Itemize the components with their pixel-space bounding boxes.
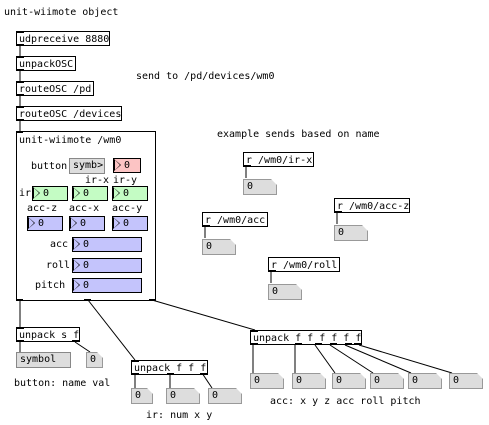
symbol-atom[interactable]: symbol (16, 352, 71, 368)
accz-value: 0 (38, 218, 45, 229)
iry-number-box[interactable]: 0 (112, 186, 148, 201)
ir-label: ir (19, 188, 32, 199)
acc-value: 0 (83, 239, 90, 250)
fff-atom-2[interactable]: 0 (166, 388, 200, 404)
routeosc-pd-label: routeOSC /pd (19, 84, 92, 95)
routeosc-pd-object[interactable]: routeOSC /pd (16, 81, 94, 96)
routeosc-devices-object[interactable]: routeOSC /devices (16, 106, 122, 121)
acc-atom-value: 0 (206, 241, 213, 252)
unpack-ffffff-label: unpack f f f f f f (253, 333, 362, 344)
unpackosc-object[interactable]: unpackOSC (16, 56, 76, 71)
accx-number-box[interactable]: 0 (69, 216, 105, 231)
pitch-number-box[interactable]: 0 (72, 278, 142, 293)
f6-atom-5[interactable]: 0 (408, 373, 442, 389)
button-caption: button: name val (14, 378, 111, 389)
accz-atom[interactable]: 0 (334, 225, 368, 241)
ir-value: 0 (43, 188, 50, 199)
receive-irx-object[interactable]: r /wm0/ir-x (243, 152, 314, 167)
accz-atom-value: 0 (338, 227, 345, 238)
ir-number-box[interactable]: 0 (32, 186, 68, 201)
f6-atom-3[interactable]: 0 (332, 373, 366, 389)
roll-number-box[interactable]: 0 (72, 258, 142, 273)
unpack-sf-object[interactable]: unpack s f (16, 327, 80, 342)
f6-atom-4[interactable]: 0 (370, 373, 404, 389)
fff-value-1: 0 (135, 390, 142, 401)
roll-atom-value: 0 (272, 286, 279, 297)
acc-number-box[interactable]: 0 (72, 237, 142, 252)
patch-title: unit-wiimote object (4, 7, 119, 18)
f6-value-6: 0 (453, 375, 460, 386)
button-number-box[interactable]: 0 (113, 158, 141, 173)
iry-label: ir-y (113, 175, 138, 186)
accz-number-box[interactable]: 0 (27, 216, 63, 231)
udpreceive-label: udpreceive 8880 (19, 34, 110, 45)
receive-irx-label: r /wm0/ir-x (246, 155, 313, 166)
roll-value: 0 (83, 260, 90, 271)
sf-number-atom[interactable]: 0 (86, 352, 103, 368)
f6-atom-6[interactable]: 0 (449, 373, 483, 389)
accx-value: 0 (80, 218, 87, 229)
receive-roll-object[interactable]: r /wm0/roll (268, 257, 340, 272)
f6-value-5: 0 (412, 375, 419, 386)
acc-label: acc (50, 239, 69, 250)
f6-atom-2[interactable]: 0 (292, 373, 326, 389)
receive-acc-label: r /wm0/acc (205, 215, 266, 226)
send-to-comment: send to /pd/devices/wm0 (136, 71, 275, 82)
irx-atom[interactable]: 0 (243, 179, 277, 195)
pitch-label: pitch (35, 280, 66, 291)
fff-atom-3[interactable]: 0 (208, 388, 242, 404)
gop-title: unit-wiimote /wm0 (19, 135, 122, 146)
symbol-atom-value: symbol (20, 354, 57, 365)
f6-value-2: 0 (296, 375, 303, 386)
acc-caption: acc: x y z acc roll pitch (270, 396, 421, 407)
roll-atom[interactable]: 0 (268, 284, 302, 300)
accz-label: acc-z (27, 203, 58, 214)
unpack-fff-object[interactable]: unpack f f f (131, 360, 208, 375)
irx-number-box[interactable]: 0 (72, 186, 108, 201)
unpack-fff-label: unpack f f f (134, 363, 207, 374)
button-value: 0 (124, 160, 131, 171)
button-symbol-atom[interactable]: symb> (69, 158, 105, 174)
accy-number-box[interactable]: 0 (112, 216, 148, 231)
unpackosc-label: unpackOSC (19, 59, 74, 70)
symb-value: symb> (73, 160, 104, 171)
pitch-value: 0 (83, 280, 90, 291)
roll-label: roll (46, 260, 71, 271)
receive-roll-label: r /wm0/roll (271, 260, 338, 271)
iry-value: 0 (123, 188, 130, 199)
f6-atom-1[interactable]: 0 (250, 373, 284, 389)
accx-label: acc-x (69, 203, 100, 214)
example-comment: example sends based on name (217, 129, 380, 140)
irx-atom-value: 0 (247, 181, 254, 192)
f6-value-3: 0 (336, 375, 343, 386)
sf-number-value: 0 (90, 354, 97, 365)
receive-accz-object[interactable]: r /wm0/acc-z (334, 198, 410, 213)
irx-value: 0 (83, 188, 90, 199)
unpack-ffffff-object[interactable]: unpack f f f f f f (250, 330, 362, 345)
f6-value-4: 0 (374, 375, 381, 386)
accy-label: acc-y (112, 203, 143, 214)
fff-value-2: 0 (170, 390, 177, 401)
acc-atom[interactable]: 0 (202, 239, 236, 255)
receive-accz-label: r /wm0/acc-z (337, 201, 410, 212)
ir-caption: ir: num x y (146, 410, 213, 421)
routeosc-devices-label: routeOSC /devices (19, 109, 122, 120)
unpack-sf-label: unpack s f (19, 330, 80, 341)
button-label: button (31, 161, 68, 172)
udpreceive-object[interactable]: udpreceive 8880 (16, 31, 110, 46)
f6-value-1: 0 (254, 375, 261, 386)
irx-label: ir-x (85, 175, 110, 186)
accy-value: 0 (123, 218, 130, 229)
fff-value-3: 0 (212, 390, 219, 401)
receive-acc-object[interactable]: r /wm0/acc (202, 212, 268, 227)
wiimote-gop-box[interactable]: unit-wiimote /wm0 button symb> 0 ir-x ir… (16, 131, 156, 301)
fff-atom-1[interactable]: 0 (131, 388, 153, 404)
